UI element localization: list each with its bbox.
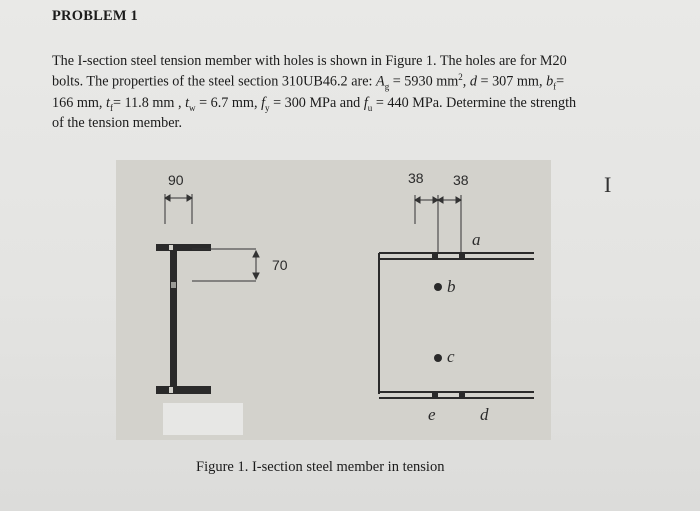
hole-e-bottom: [432, 391, 438, 399]
hole-c: [434, 354, 442, 362]
statement-line-4: of the tension member.: [52, 115, 183, 132]
blank-box: [163, 403, 243, 435]
figure-caption: Figure 1. I-section steel member in tens…: [196, 459, 445, 475]
i-section-cross-section: [156, 244, 211, 394]
hole-d-bottom: [459, 391, 465, 399]
point-d-label: d: [480, 405, 489, 424]
dim-90-marker: [164, 194, 193, 224]
hole-bottom-flange: [169, 387, 173, 393]
dim-70-marker: [192, 248, 260, 282]
hole-b: [434, 283, 442, 291]
dim-flange-label: 90: [168, 172, 184, 188]
point-b-label: b: [447, 277, 456, 296]
hole-a: [459, 252, 465, 260]
hole-web: [171, 282, 176, 288]
dim-gauge-2-label: 38: [453, 172, 469, 188]
dim-38-38-marker: [414, 195, 462, 252]
statement-line-2: bolts. The properties of the steel secti…: [52, 72, 565, 92]
unfolded-plate: [378, 252, 534, 399]
hole-d-top: [432, 252, 438, 260]
figure-1: 90 70 38 38 a b c e d: [116, 160, 551, 440]
text-cursor-icon: I: [604, 172, 612, 197]
problem-heading: PROBLEM 1: [52, 8, 138, 24]
dim-gauge-1-label: 38: [408, 170, 424, 186]
dim-web-label: 70: [272, 257, 288, 273]
statement-line-1: The I-section steel tension member with …: [52, 53, 567, 69]
point-a-label: a: [472, 230, 481, 249]
statement-line-3: 166 mm, tf= 11.8 mm , tw = 6.7 mm, fy = …: [52, 94, 577, 113]
problem-statement: The I-section steel tension member with …: [52, 53, 652, 131]
hole-top-flange: [169, 245, 173, 250]
point-c-label: c: [447, 347, 455, 366]
figure-drawing: [156, 194, 534, 399]
point-e-label: e: [428, 405, 436, 424]
